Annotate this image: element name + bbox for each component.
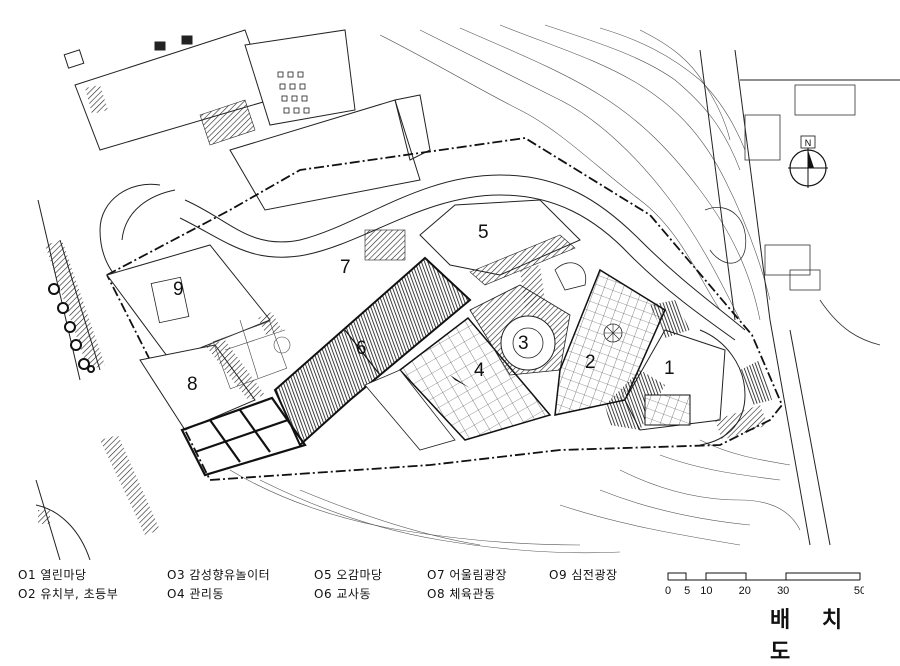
zone-3-ring-inner <box>512 327 544 359</box>
scale-tick-label: 20 <box>739 585 751 597</box>
legend-item-02: O2 유치부, 초등부 <box>18 587 119 601</box>
zone-number-1: 1 <box>664 358 675 379</box>
zone-6-building <box>273 256 472 447</box>
zone-number-9: 9 <box>173 279 184 300</box>
contour-lines <box>229 24 801 554</box>
zone-8-hatch <box>205 340 265 400</box>
legend-col-5: O9 심전광장 <box>549 566 618 585</box>
legend-item-01: O1 열린마당 <box>18 568 87 582</box>
zone-1-grid <box>644 394 691 426</box>
stair-hatch-top <box>199 99 256 146</box>
zone-number-6: 6 <box>356 338 367 359</box>
bottom-left-block <box>38 510 50 524</box>
right-side-plots <box>704 84 881 346</box>
legend-col-1: O1 열린마당 O2 유치부, 초등부 <box>18 566 118 604</box>
plan-title: 배 치 도 <box>770 608 855 665</box>
zone-5-steps <box>469 234 576 286</box>
zone-8-frame <box>180 396 307 477</box>
zone-1-hatch <box>605 370 665 430</box>
scale-tick-label: 5 <box>684 585 690 597</box>
north-arrow-icon: N <box>788 135 828 188</box>
north-label: N <box>805 138 812 148</box>
legend-col-3: O5 오감마당 O6 교사동 <box>314 566 383 604</box>
scale-tick-label: 10 <box>700 585 712 597</box>
building-window-grid <box>277 71 310 114</box>
legend-item-05: O5 오감마당 <box>314 568 383 582</box>
scale-tick-label: 0 <box>665 585 671 597</box>
zone-3-curve <box>554 262 587 291</box>
zone-numbers: 1 2 3 4 5 6 7 8 9 <box>173 222 675 395</box>
legend-item-09: O9 심전광장 <box>549 568 618 582</box>
legend-col-4: O7 어울림광장 O8 체육관동 <box>427 566 507 604</box>
legend-item-07: O7 어울림광장 <box>427 568 508 582</box>
bottom-left-curve <box>35 504 91 560</box>
tree-row <box>48 283 95 373</box>
zone-3-tri <box>520 265 545 310</box>
zone-number-4: 4 <box>474 360 485 381</box>
zone-number-7: 7 <box>340 257 351 278</box>
zone-4-lower <box>364 369 456 451</box>
zone-number-2: 2 <box>585 352 596 373</box>
legend-item-08: O8 체육관동 <box>427 587 496 601</box>
scale-bar: 0 5 10 20 30 50 <box>665 572 864 597</box>
zone-9-hatch-block <box>258 312 282 335</box>
zone-9-court <box>150 276 190 324</box>
left-road <box>35 199 101 560</box>
zone-1-steps2 <box>715 405 768 440</box>
zone-2-area <box>554 268 666 416</box>
courtyard-grid <box>212 319 291 390</box>
legend-col-2: O3 감성향유놀이터 O4 관리동 <box>167 566 270 604</box>
legend-item-03: O3 감성향유놀이터 <box>167 568 271 582</box>
site-plan-drawing: N <box>35 24 900 560</box>
hatch-strip-top <box>85 85 108 114</box>
scale-tick-label: 50 <box>854 585 864 597</box>
zone-1-steps <box>740 360 772 405</box>
legend-item-04: O4 관리동 <box>167 587 225 601</box>
zone-number-8: 8 <box>187 374 198 395</box>
legend-item-06: O6 교사동 <box>314 587 372 601</box>
zone-4-area <box>398 316 552 441</box>
zone-number-3: 3 <box>518 333 529 354</box>
bottom-left-hatch <box>100 435 160 535</box>
zone-1-stair <box>650 300 690 338</box>
access-road <box>99 174 746 341</box>
scale-tick-label: 30 <box>777 585 789 597</box>
zone-number-5: 5 <box>478 222 489 243</box>
zone-7-stairs <box>364 229 406 261</box>
zone-4-marker <box>450 375 470 388</box>
right-road <box>699 49 900 546</box>
site-boundary <box>106 137 784 481</box>
left-road-hatch <box>45 240 105 370</box>
